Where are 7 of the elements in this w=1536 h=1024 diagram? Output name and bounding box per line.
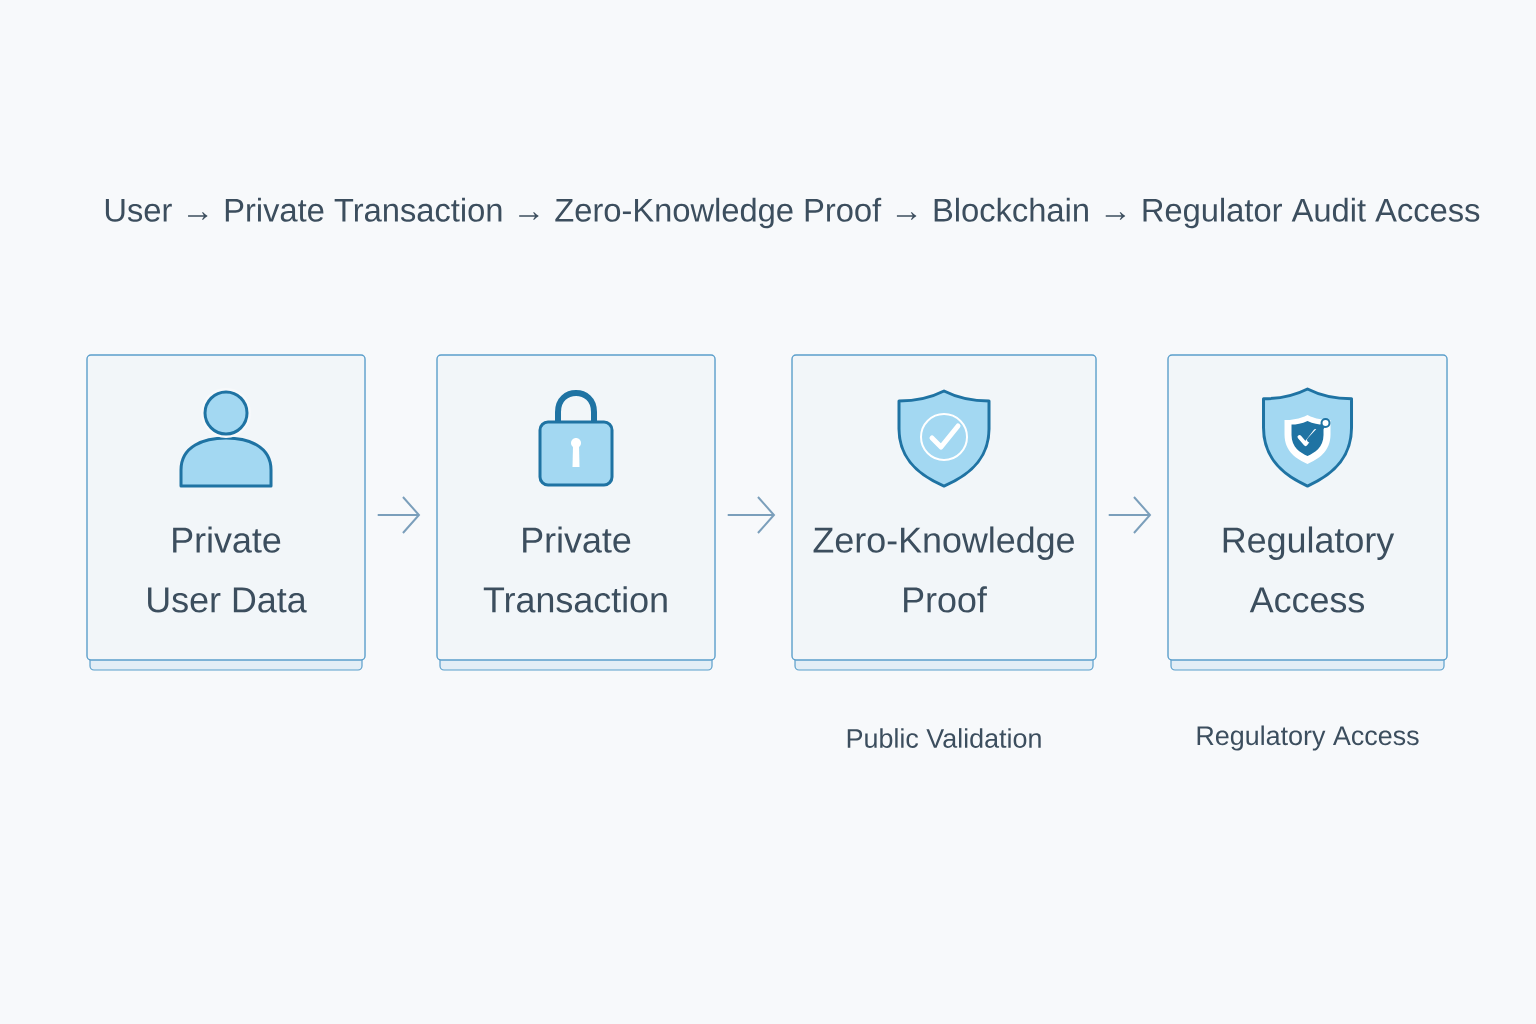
node-label: Public Validation xyxy=(847,728,1041,748)
step-card: Zero-Knowledge Proof xyxy=(791,354,1097,671)
title: User → Private Transaction → Zero-Knowledge Proof → Blockchain → Regulator Audit Access xyxy=(105,197,1480,229)
step-card: Private User Data xyxy=(86,354,366,671)
step-card: Regulatory Access xyxy=(1167,354,1448,671)
node-label: Regulatory Access xyxy=(1197,725,1419,751)
step-card: Private Transaction xyxy=(436,354,716,671)
